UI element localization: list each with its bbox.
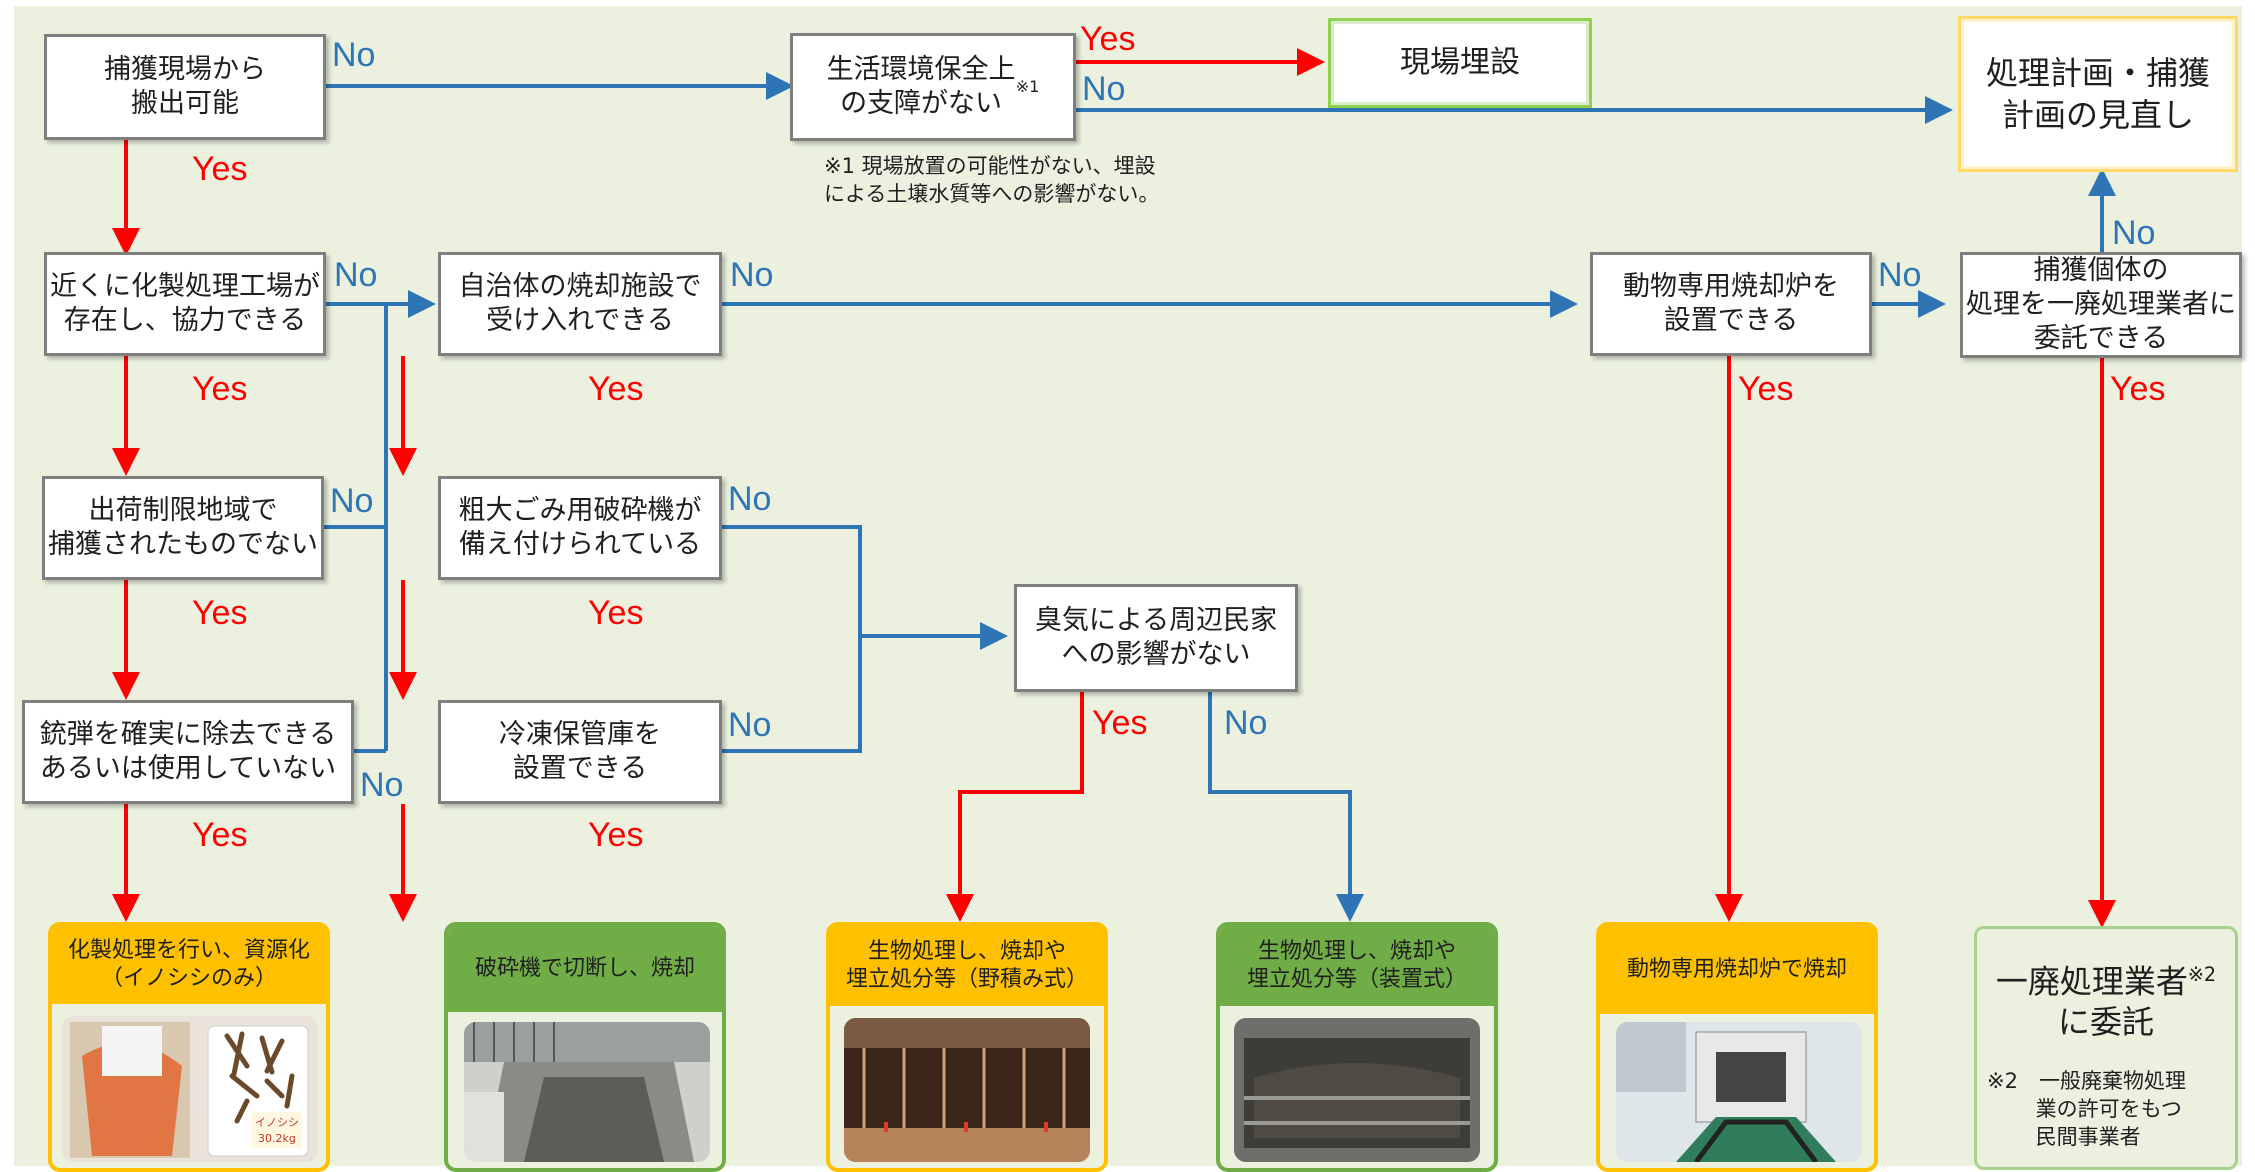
label-yes-odor: Yes	[1092, 704, 1148, 742]
outcome-bio-device: 生物処理し、焼却や 埋立処分等（装置式）	[1216, 922, 1498, 1172]
label-no-municipal: No	[730, 256, 774, 294]
node-bullet-removal: 銃弾を確実に除去できる あるいは使用していない	[22, 700, 354, 804]
node-freezer: 冷凍保管庫を 設置できる	[438, 700, 722, 804]
outcome-consign-title: 一廃処理業者※2 に委託	[1977, 955, 2235, 1042]
footnote-2: ※2 一般廃棄物処理 業の許可をもつ 民間事業者	[1987, 1069, 2186, 1149]
label-no-consign: No	[2112, 214, 2156, 252]
label-yes-shipping: Yes	[192, 594, 248, 632]
label-yes-rendering: Yes	[192, 370, 248, 408]
photo-crusher	[464, 1022, 710, 1162]
label-no-animal-incinerator: No	[1878, 256, 1922, 294]
label-no-bullet: No	[360, 766, 404, 804]
label-yes-bullet: Yes	[192, 816, 248, 854]
outcome-consign-tail: に委託	[2057, 1002, 2154, 1041]
photo-bio-device	[1234, 1018, 1480, 1162]
node-consign-contractor: 捕獲個体の 処理を一廃処理業者に 委託できる	[1960, 252, 2242, 358]
outcome-bio-pile-title: 生物処理し、焼却や 埋立処分等（野積み式）	[830, 926, 1104, 1006]
label-yes-env: Yes	[1080, 20, 1136, 58]
photo-bio-device-image	[1234, 1018, 1480, 1162]
label-no-odor: No	[1224, 704, 1268, 742]
outcome-bio-device-title: 生物処理し、焼却や 埋立処分等（装置式）	[1220, 926, 1494, 1006]
label-yes-freezer: Yes	[588, 816, 644, 854]
node-crusher: 粗大ごみ用破砕機が 備え付けられている	[438, 476, 722, 580]
node-no-env-harm-label: 生活環境保全上 の支障がない	[826, 54, 1016, 119]
label-no-carry-out: No	[332, 36, 376, 74]
label-no-env: No	[1082, 70, 1126, 108]
outcome-rendering-title: 化製処理を行い、資源化 （イノシシのみ）	[52, 926, 326, 1004]
edge-c4-no	[1208, 692, 1364, 922]
flowchart-canvas: 捕獲現場から 搬出可能 生活環境保全上 の支障がない※1 現場埋設 処理計画・捕…	[14, 6, 2242, 1172]
label-yes-animal-incinerator: Yes	[1738, 370, 1794, 408]
label-no-freezer: No	[728, 706, 772, 744]
outcome-consign: 一廃処理業者※2 に委託 ※2 一般廃棄物処理 業の許可をもつ 民間事業者	[1974, 926, 2238, 1170]
outcome-animal-incinerator-title: 動物専用焼却炉で焼却	[1600, 926, 1874, 1014]
edge-c4-yes	[946, 692, 1084, 922]
outcome-crush: 破砕機で切断し、焼却	[444, 922, 726, 1172]
node-odor: 臭気による周辺民家 への影響がない	[1014, 584, 1298, 692]
footnote-ref-2: ※2	[2187, 963, 2217, 986]
edge-b3-b4-no	[712, 525, 862, 753]
label-yes-municipal: Yes	[588, 370, 644, 408]
label-yes-crusher: Yes	[588, 594, 644, 632]
node-animal-incinerator: 動物専用焼却炉を 設置できる	[1590, 252, 1872, 356]
footnote-1: ※1 現場放置の可能性がない、埋設 による土壌水質等への影響がない。	[824, 154, 1160, 206]
node-carry-out: 捕獲現場から 搬出可能	[44, 34, 326, 140]
node-no-env-harm: 生活環境保全上 の支障がない※1	[790, 33, 1076, 141]
node-municipal-incinerator: 自治体の焼却施設で 受け入れできる	[438, 252, 722, 356]
photo-animal-incinerator-image	[1616, 1022, 1862, 1162]
connector-layer	[112, 48, 2116, 928]
photo-animal-incinerator	[1616, 1022, 1862, 1162]
node-shipping-restriction: 出荷制限地域で 捕獲されたものでない	[42, 476, 324, 580]
footnote-ref-1: ※1	[1015, 77, 1040, 96]
photo-crusher-image	[464, 1022, 710, 1162]
label-yes-carry-out: Yes	[192, 150, 248, 188]
outcome-consign-text: 一廃処理業者	[1995, 962, 2188, 1001]
label-yes-consign: Yes	[2110, 370, 2166, 408]
outcome-bio-pile: 生物処理し、焼却や 埋立処分等（野積み式）	[826, 922, 1108, 1172]
label-no-shipping: No	[330, 482, 374, 520]
label-no-crusher: No	[728, 480, 772, 518]
outcome-crush-title: 破砕機で切断し、焼却	[448, 926, 722, 1012]
label-no-rendering: No	[334, 256, 378, 294]
node-rendering-plant: 近くに化製処理工場が 存在し、協力できる	[44, 252, 326, 356]
photo-bio-pile	[844, 1018, 1090, 1162]
edge-bus-no	[320, 302, 388, 753]
outcome-animal-incinerator: 動物専用焼却炉で焼却	[1596, 922, 1878, 1172]
node-onsite-burial: 現場埋設	[1328, 18, 1592, 108]
node-plan-review: 処理計画・捕獲 計画の見直し	[1958, 16, 2238, 172]
photo-bio-pile-image	[844, 1018, 1090, 1162]
